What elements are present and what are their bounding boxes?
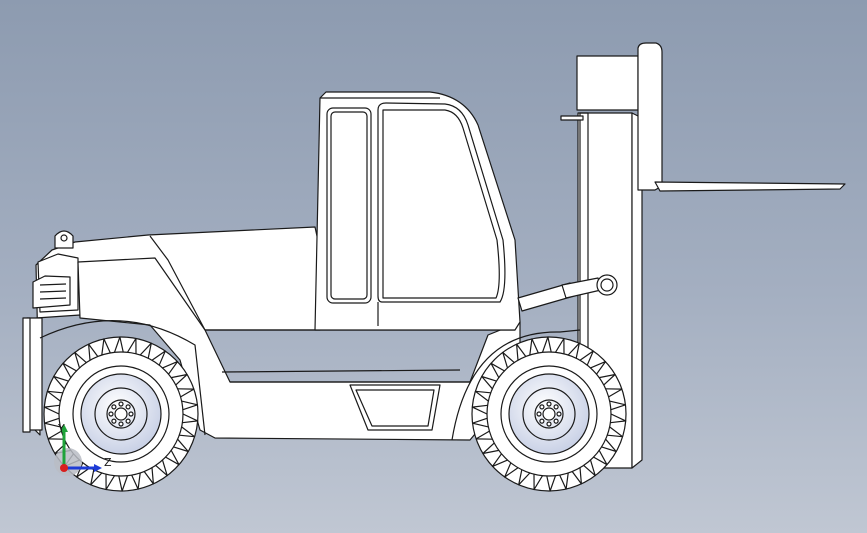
tire-tread-lug bbox=[474, 390, 491, 402]
tire-tread-lug bbox=[53, 375, 69, 390]
triad-origin-disc bbox=[54, 448, 82, 476]
tire-tread-lug bbox=[481, 375, 497, 390]
tire-tread-lug bbox=[88, 343, 99, 361]
tire-tread-lug bbox=[482, 442, 499, 455]
coordinate-triad[interactable]: Y Z bbox=[54, 422, 112, 476]
wheel-nut bbox=[111, 418, 117, 424]
tire-tread-lug bbox=[179, 426, 196, 438]
tire-tread-lug bbox=[118, 475, 129, 492]
tire-tread-lug bbox=[610, 413, 627, 424]
rear-wheel bbox=[43, 336, 199, 492]
wheel-nut bbox=[118, 401, 124, 407]
wheel-nut bbox=[546, 421, 552, 427]
tire-tread-lug bbox=[518, 469, 531, 486]
tire-tread-lug bbox=[471, 417, 489, 428]
wheel-nut bbox=[108, 411, 114, 417]
tire-tread-lug bbox=[43, 404, 60, 415]
x-axis-dot bbox=[60, 464, 68, 472]
cab bbox=[314, 91, 521, 331]
tire-tread-lug bbox=[101, 338, 111, 356]
tire-tread-lug bbox=[571, 467, 582, 485]
tire-tread-lug bbox=[607, 426, 624, 438]
tire-tread-lug bbox=[504, 462, 519, 478]
tire-tread-lug bbox=[173, 438, 189, 453]
y-axis-head bbox=[60, 424, 68, 432]
front-wheel bbox=[471, 336, 627, 492]
tire-tread-lug bbox=[601, 438, 617, 453]
fork-carriage bbox=[576, 42, 846, 192]
tire-tread-lug bbox=[182, 413, 199, 424]
wheel-nut bbox=[128, 411, 134, 417]
tire-tread-lug bbox=[583, 459, 596, 477]
tire-tread-lug bbox=[113, 336, 124, 353]
z-axis-head bbox=[94, 464, 102, 472]
wheel-nut bbox=[539, 418, 545, 424]
tire-tread-lug bbox=[131, 472, 141, 490]
tire-tread-lug bbox=[126, 337, 137, 354]
wheel-nut bbox=[553, 404, 559, 410]
tire-tread-lug bbox=[490, 362, 505, 378]
wheel-nut bbox=[539, 404, 545, 410]
tire-tread-lug bbox=[62, 362, 77, 378]
tire-tread-lug bbox=[177, 388, 195, 398]
wheel-nut bbox=[553, 418, 559, 424]
tire-tread-lug bbox=[579, 350, 594, 366]
tire-tread-lug bbox=[162, 361, 179, 375]
tire-tread-lug bbox=[139, 342, 152, 359]
tilt-cylinder bbox=[517, 274, 618, 312]
wheel-nut bbox=[536, 411, 542, 417]
tire-tread-lug bbox=[609, 400, 627, 411]
tire-tread-lug bbox=[516, 343, 527, 361]
tire-tread-lug bbox=[567, 342, 580, 359]
tire-tread-lug bbox=[593, 450, 608, 466]
wheel-nut bbox=[111, 404, 117, 410]
tire-tread-lug bbox=[46, 390, 63, 402]
tire-tread-lug bbox=[74, 351, 87, 369]
tire-tread-lug bbox=[171, 373, 188, 386]
tire-tread-lug bbox=[554, 337, 565, 354]
wheel-nut bbox=[556, 411, 562, 417]
tire-tread-lug bbox=[105, 474, 116, 491]
tire-tread-lug bbox=[471, 404, 488, 415]
y-axis-label: Y bbox=[57, 422, 65, 435]
wheel-nut bbox=[125, 404, 131, 410]
tire-tread-lug bbox=[590, 361, 607, 375]
tire-tread-lug bbox=[541, 336, 552, 353]
chassis bbox=[39, 235, 581, 441]
tire-tread-lug bbox=[546, 475, 557, 492]
z-axis-label: Z bbox=[104, 456, 112, 469]
tire-tread-lug bbox=[491, 453, 508, 467]
tire-tread-lug bbox=[533, 474, 544, 491]
tire-tread-lug bbox=[165, 450, 180, 466]
tire-tread-lug bbox=[143, 467, 154, 485]
tire-tread-lug bbox=[529, 338, 539, 356]
tire-tread-lug bbox=[605, 388, 623, 398]
wheel-nut bbox=[546, 401, 552, 407]
tire-tread-lug bbox=[502, 351, 515, 369]
tire-tread-lug bbox=[475, 430, 493, 440]
tire-tread-lug bbox=[599, 373, 616, 386]
wheel-nut bbox=[118, 421, 124, 427]
tire-tread-lug bbox=[559, 472, 569, 490]
tire-tread-lug bbox=[155, 459, 168, 477]
wheel-nut bbox=[125, 418, 131, 424]
tire-tread-lug bbox=[90, 469, 103, 486]
tire-tread-lug bbox=[151, 350, 166, 366]
tire-tread-lug bbox=[181, 400, 199, 411]
tire-tread-lug bbox=[47, 430, 65, 440]
tire-tread-lug bbox=[43, 417, 61, 428]
